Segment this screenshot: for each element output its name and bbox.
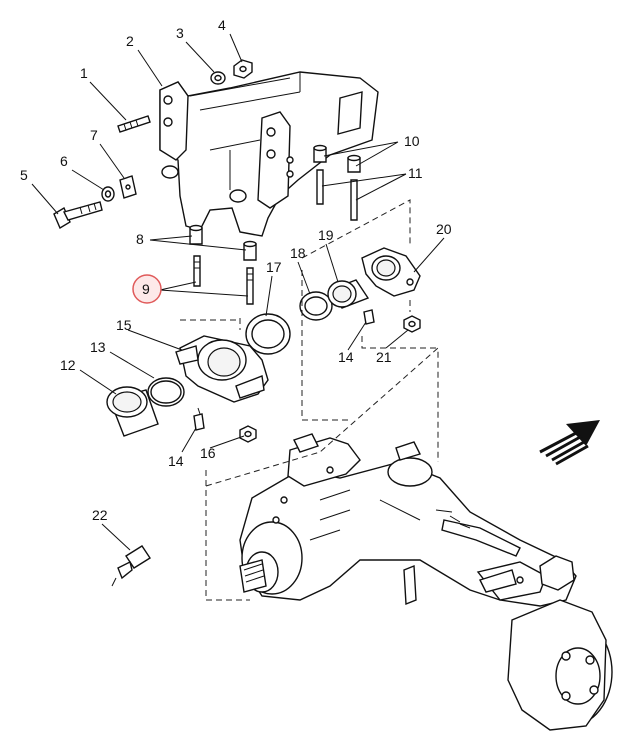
lock-plate-part-7 [119,175,137,199]
callout-12[interactable]: 12 [60,357,76,373]
leader-lines [31,33,445,551]
callout-1[interactable]: 1 [80,65,88,81]
grease-fitting-part-14-right [363,309,375,325]
bushing-part-12 [106,386,159,437]
pin-part-11 [316,169,358,221]
bushing-part-8 [189,224,257,261]
callout-22[interactable]: 22 [92,507,108,523]
bushing-part-19 [327,279,370,309]
lock-washer-part-6 [101,186,115,202]
callout-20[interactable]: 20 [436,221,452,237]
support-bracket [159,71,379,237]
pin-part-9 [193,255,254,305]
seal-ring-part-13 [147,377,185,407]
bushing-part-10 [313,144,361,173]
callout-16[interactable]: 16 [200,445,216,461]
callout-7[interactable]: 7 [90,127,98,143]
assembly-guide-lines [180,199,439,601]
callout-3[interactable]: 3 [176,25,184,41]
callout-15[interactable]: 15 [116,317,132,333]
nut-part-4 [233,59,253,79]
pillow-block-housing-part-20 [361,247,421,297]
callout-17[interactable]: 17 [266,259,282,275]
seal-part-18 [299,291,333,321]
stud-bolt-part-1 [117,115,151,133]
callout-21[interactable]: 21 [376,349,392,365]
callout-9[interactable]: 9 [142,281,150,297]
nut-part-21 [403,315,421,333]
front-axle-assembly [239,433,613,731]
sensor-part-22 [111,545,151,587]
callout-14-right[interactable]: 14 [338,349,354,365]
callout-2[interactable]: 2 [126,33,134,49]
highlight-circle[interactable] [132,274,162,304]
callout-13[interactable]: 13 [90,339,106,355]
seal-part-17 [245,313,291,355]
nut-part-16 [239,425,257,443]
callout-18[interactable]: 18 [290,245,306,261]
callout-11[interactable]: 11 [408,165,423,181]
callout-8[interactable]: 8 [136,231,144,247]
callout-14-left[interactable]: 14 [168,453,184,469]
bolt-part-5 [53,201,103,230]
callout-10[interactable]: 10 [404,133,420,149]
callout-6[interactable]: 6 [60,153,68,169]
grease-fitting-part-14-left [193,407,205,431]
pillow-block-housing-part-15 [175,335,269,403]
callout-5[interactable]: 5 [20,167,28,183]
callout-19[interactable]: 19 [318,227,334,243]
forward-direction-arrow-icon [539,420,600,466]
callout-labels: 1 2 3 4 5 6 7 8 9 10 11 12 13 14 14 15 1… [20,17,452,523]
callout-4[interactable]: 4 [218,17,226,33]
nut-part-3 [210,71,226,85]
